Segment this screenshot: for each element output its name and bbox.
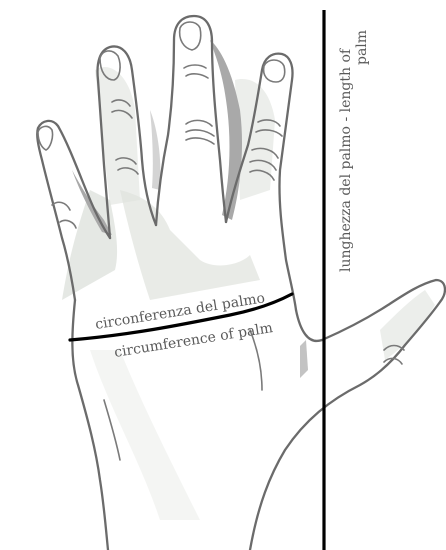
palm-length-label-line2: palm bbox=[354, 30, 370, 65]
palm-length-label-line1: lunghezza del palmo - length of bbox=[338, 47, 354, 272]
